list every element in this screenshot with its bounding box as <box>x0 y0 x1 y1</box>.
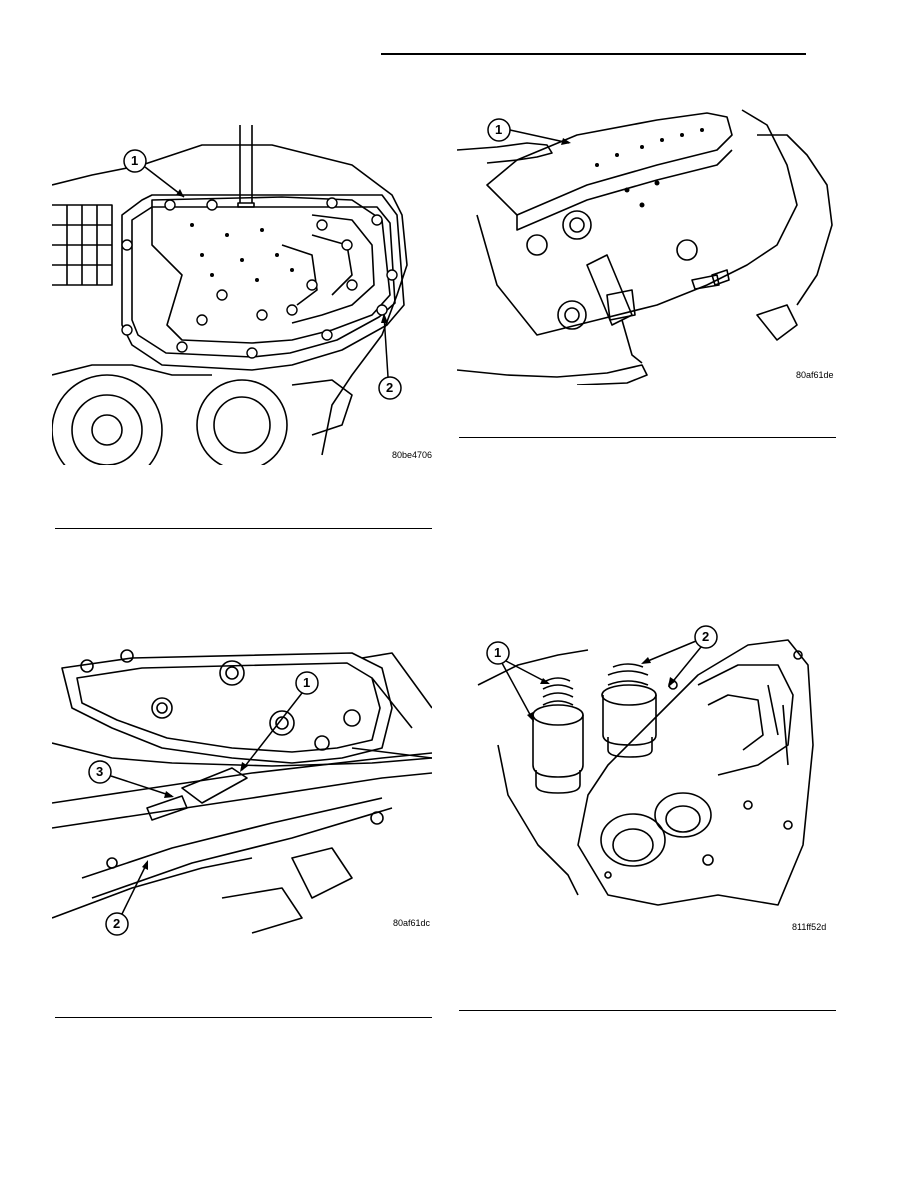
figure-code: 80be4706 <box>392 450 433 460</box>
callout-1 <box>486 641 550 722</box>
figure-code: 80af61dc <box>393 918 431 928</box>
callout-label: 1 <box>494 645 502 660</box>
figure-divider <box>55 528 432 529</box>
figure-code: 811ff52d <box>792 922 827 932</box>
figure-valve-body-removal: 1 80af61de <box>457 105 837 385</box>
header-rule <box>381 53 806 55</box>
figure-divider <box>55 1017 432 1018</box>
callout-1 <box>240 671 319 772</box>
figure-accumulator-pistons: 1 2 811ff52d <box>458 625 838 935</box>
callout-label: 2 <box>386 380 394 395</box>
callout-label: 1 <box>131 153 139 168</box>
figure-code: 80af61de <box>796 370 834 380</box>
valve-body-removal-illustration <box>457 109 833 385</box>
callout-label: 1 <box>495 122 503 137</box>
callout-3 <box>88 760 174 798</box>
callout-label: 1 <box>303 675 311 690</box>
callout-2 <box>378 313 402 400</box>
valve-body-illustration <box>52 125 408 465</box>
figure-park-rod: 1 3 2 80af61dc <box>52 648 432 943</box>
accumulator-illustration <box>477 625 814 906</box>
callout-1 <box>123 149 185 198</box>
park-rod-illustration <box>52 649 432 936</box>
callout-label: 2 <box>702 629 710 644</box>
figure-divider <box>459 1010 836 1011</box>
callout-label: 3 <box>96 764 104 779</box>
callout-2 <box>105 860 148 936</box>
callout-label: 2 <box>113 916 121 931</box>
figure-divider <box>459 437 836 438</box>
callout-1 <box>487 118 571 145</box>
callout-2 <box>641 625 718 687</box>
figure-valve-body-bolts: 1 2 80be4706 <box>52 125 432 465</box>
